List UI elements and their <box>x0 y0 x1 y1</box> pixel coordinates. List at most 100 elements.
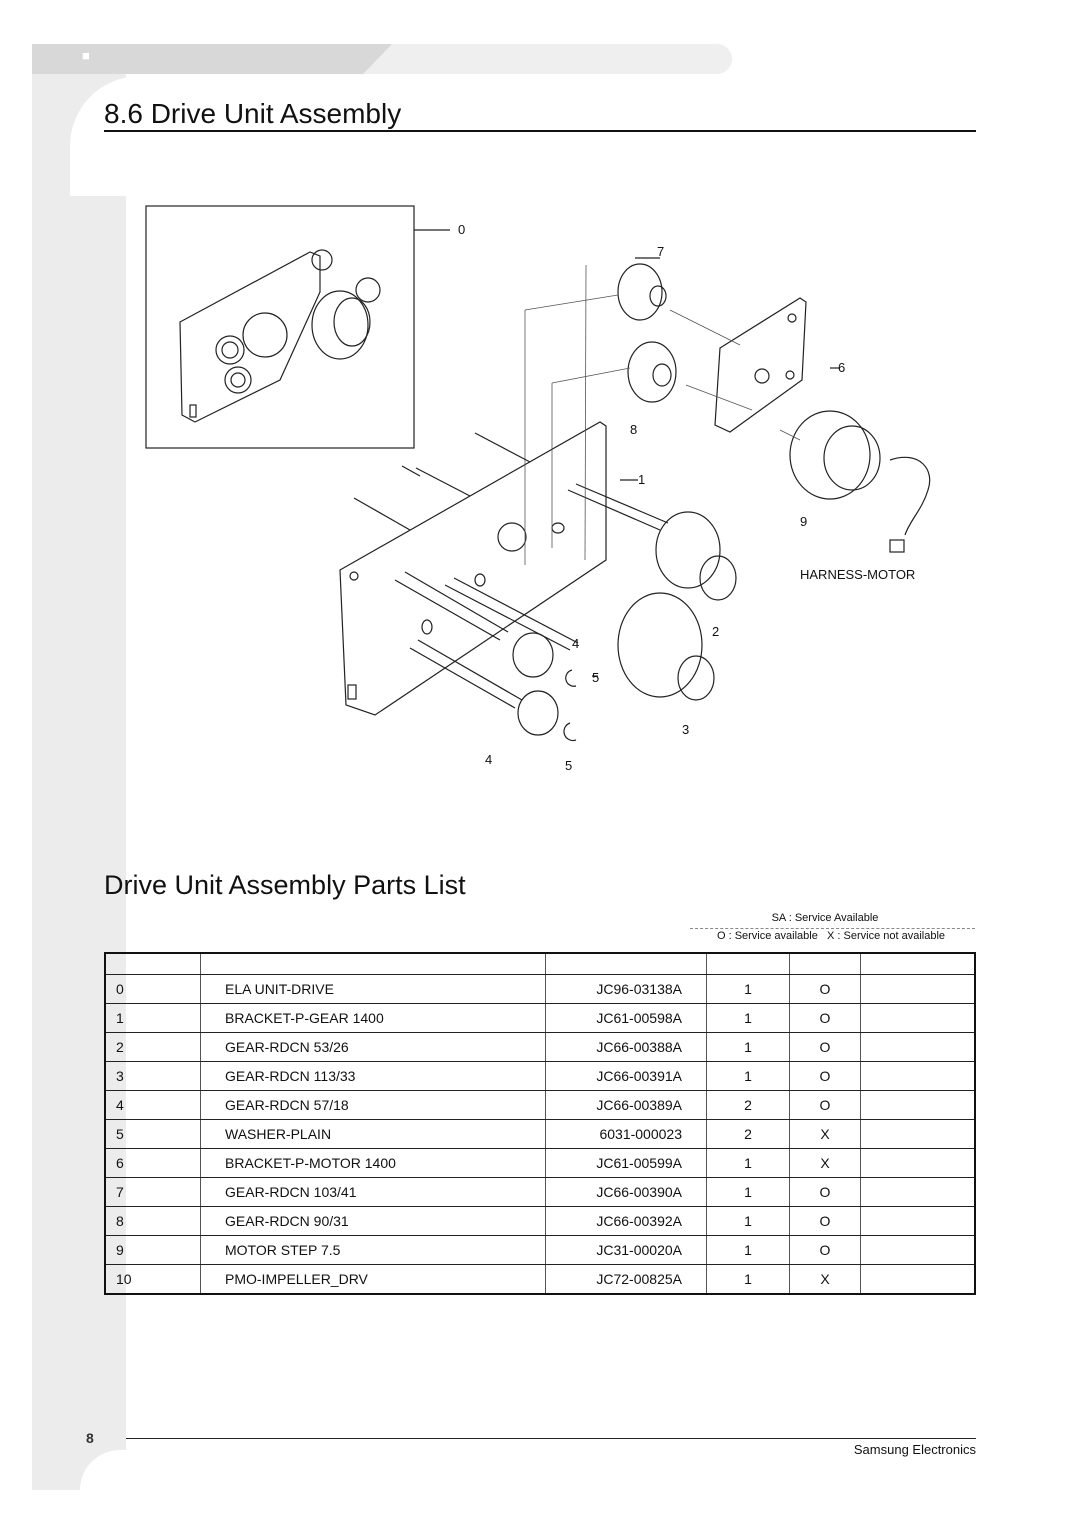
cell-sa: O <box>789 1235 861 1265</box>
cell-code: JC31-00020A <box>545 1235 707 1265</box>
cell-code: JC66-00390A <box>545 1177 707 1207</box>
callout-4a: 4 <box>572 636 579 651</box>
legend-sa: SA : Service Available <box>771 912 879 924</box>
title-rule <box>104 130 976 132</box>
col-code-header <box>545 952 707 975</box>
cell-desc: GEAR-RDCN 90/31 <box>200 1206 546 1236</box>
parts-list-title: Drive Unit Assembly Parts List <box>104 870 466 900</box>
cell-qty: 1 <box>706 1206 790 1236</box>
cell-code: JC61-00598A <box>545 1003 707 1033</box>
washer-plain-b <box>563 722 577 742</box>
bracket-hole-large <box>497 522 527 552</box>
washer-plain-a <box>565 669 577 687</box>
cell-sa: O <box>789 1061 861 1091</box>
col-desc-header <box>200 952 546 975</box>
cell-no: 5 <box>104 1119 201 1149</box>
gear-rdcn-103-41 <box>617 263 663 321</box>
cell-sa: O <box>789 1206 861 1236</box>
gear-rdcn-53-26 <box>655 511 721 589</box>
cell-qty: 1 <box>706 1061 790 1091</box>
cell-no: 10 <box>104 1264 201 1295</box>
cell-desc: BRACKET-P-MOTOR 1400 <box>200 1148 546 1178</box>
col-qty-header <box>706 952 790 975</box>
footer-company: Samsung Electronics <box>853 1442 976 1457</box>
motor-step-7-5 <box>789 410 871 500</box>
inset-gear-large <box>242 312 288 358</box>
cell-no: 7 <box>104 1177 201 1207</box>
callout-5a: 5 <box>592 670 599 685</box>
page-number-glyph: 8 <box>86 1430 94 1446</box>
cell-code: JC61-00599A <box>545 1148 707 1178</box>
cell-desc: BRACKET-P-GEAR 1400 <box>200 1003 546 1033</box>
cell-code: JC72-00825A <box>545 1264 707 1295</box>
cell-code: 6031-000023 <box>545 1119 707 1149</box>
inset-gear-top <box>215 335 245 365</box>
cell-no: 8 <box>104 1206 201 1236</box>
cell-qty: 2 <box>706 1090 790 1120</box>
header-tab-dark <box>32 44 392 74</box>
bracket-motor-1400 <box>714 297 807 433</box>
cell-desc: MOTOR STEP 7.5 <box>200 1235 546 1265</box>
harness-motor-label: HARNESS-MOTOR <box>800 567 915 582</box>
cell-sa: O <box>789 1032 861 1062</box>
cell-sa: O <box>789 1090 861 1120</box>
callout-2: 2 <box>712 624 719 639</box>
cell-desc: GEAR-RDCN 57/18 <box>200 1090 546 1120</box>
cell-code: JC66-00392A <box>545 1206 707 1236</box>
callout-5b: 5 <box>565 758 572 773</box>
cell-sa: O <box>789 974 861 1004</box>
bracket-plate-1400 <box>339 421 607 716</box>
cell-no: 9 <box>104 1235 201 1265</box>
cell-qty: 1 <box>706 1177 790 1207</box>
cell-code: JC66-00389A <box>545 1090 707 1120</box>
cell-desc: PMO-IMPELLER_DRV <box>200 1264 546 1295</box>
harness-wire <box>889 456 931 536</box>
callout-0: 0 <box>458 222 465 237</box>
screws <box>353 432 531 531</box>
cell-sa: X <box>789 1264 861 1295</box>
callout-8: 8 <box>630 422 637 437</box>
header-tab-glyph: ■ <box>82 48 90 63</box>
cell-desc: GEAR-RDCN 113/33 <box>200 1061 546 1091</box>
callout-4b: 4 <box>485 752 492 767</box>
cell-no: 6 <box>104 1148 201 1178</box>
cell-no: 0 <box>104 974 201 1004</box>
cell-rem <box>860 974 976 1004</box>
legend-codes: O : Service available X : Service not av… <box>716 930 946 942</box>
callout-1: 1 <box>638 472 645 487</box>
cell-qty: 1 <box>706 1235 790 1265</box>
cell-no: 3 <box>104 1061 201 1091</box>
inset-box <box>145 205 415 449</box>
section-title: 8.6 Drive Unit Assembly <box>104 98 402 129</box>
cell-no: 4 <box>104 1090 201 1120</box>
cell-qty: 1 <box>706 1264 790 1295</box>
cell-sa: O <box>789 1177 861 1207</box>
callout-7: 7 <box>657 244 664 259</box>
cell-rem <box>860 1148 976 1178</box>
cell-qty: 1 <box>706 974 790 1004</box>
cell-desc: WASHER-PLAIN <box>200 1119 546 1149</box>
gear-rdcn-57-18-a <box>512 632 554 678</box>
exploded-parts-diagram: 0 7 6 8 1 9 2 4 5 3 4 5 HARNESS-MOTOR <box>145 205 931 773</box>
cell-qty: 2 <box>706 1119 790 1149</box>
col-no-header <box>104 952 201 975</box>
callout-9: 9 <box>800 514 807 529</box>
cell-qty: 1 <box>706 1148 790 1178</box>
cell-sa: X <box>789 1119 861 1149</box>
cell-rem <box>860 1235 976 1265</box>
gear-rdcn-90-31 <box>627 341 677 403</box>
cell-code: JC66-00391A <box>545 1061 707 1091</box>
cell-rem <box>860 1061 976 1091</box>
cell-desc: GEAR-RDCN 53/26 <box>200 1032 546 1062</box>
cell-rem <box>860 1264 976 1295</box>
